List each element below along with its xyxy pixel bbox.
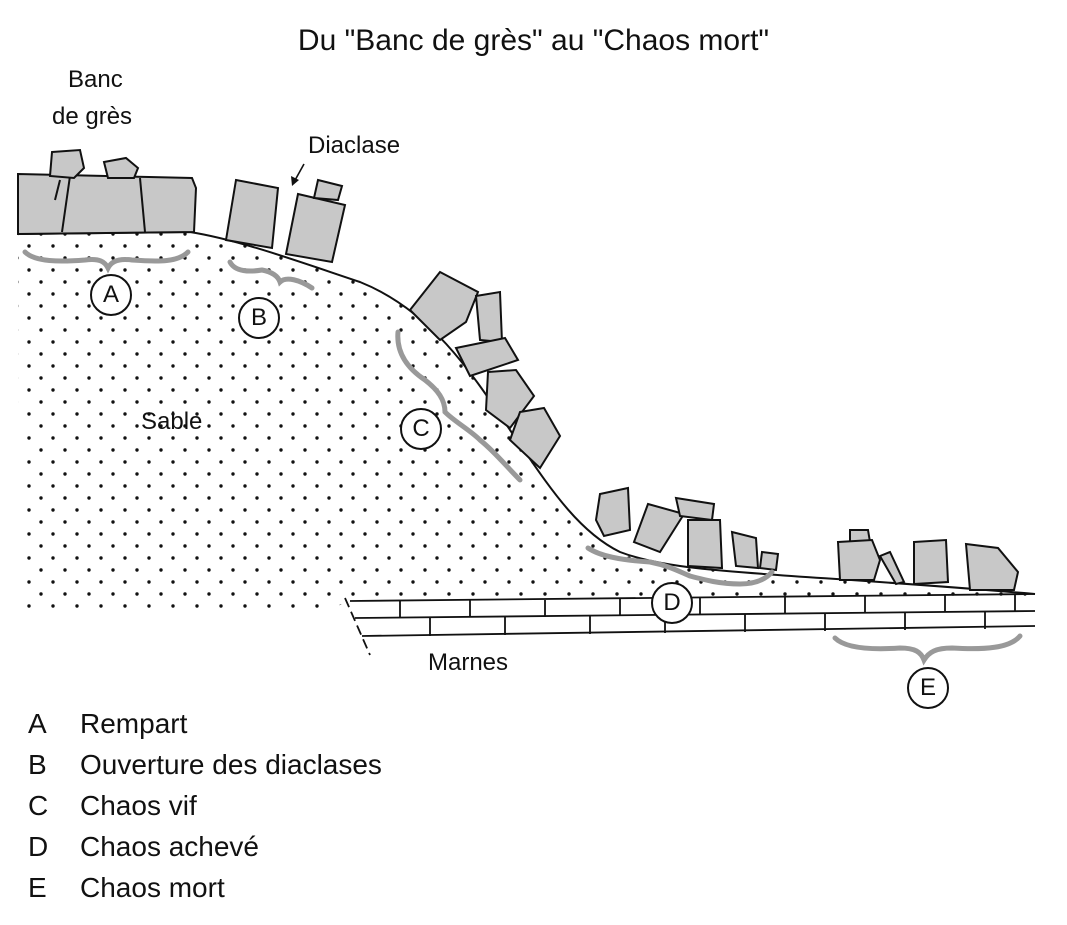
brace-e [832,633,1023,666]
label-banc: Banc [68,66,123,93]
diagram-title: Du "Banc de grès" au "Chaos mort" [297,24,770,57]
legend-text: Ouverture des diaclases [80,749,382,780]
chaos-acheve-blocks [594,486,780,572]
legend-text: Chaos achevé [80,831,260,862]
legend-letter: C [28,790,49,821]
brace-d [585,545,775,587]
marker-a: A [90,274,132,316]
diaclase-blocks [224,178,347,264]
legend-letter: B [28,749,47,780]
sandstone-bank [17,148,198,236]
label-diaclase: Diaclase [308,132,401,159]
marker-e: E [907,667,949,709]
chaos-mort-blocks [836,529,1020,591]
brace-b [227,259,315,291]
brace-c [395,329,523,483]
legend-text: Rempart [80,708,188,739]
marker-b: B [238,297,280,339]
chaos-vif-blocks [408,270,562,470]
zone-braces [22,249,1023,666]
label-sable: Sable [141,408,203,435]
legend-letter: A [28,708,47,739]
label-marnes: Marnes [428,649,509,676]
marker-c: C [400,408,442,450]
diaclase-arrow [291,163,305,186]
legend-letter: D [28,831,49,862]
brace-a [22,249,191,274]
legend-letter: E [28,872,47,903]
legend-text: Chaos mort [80,872,225,903]
legend-text: Chaos vif [80,790,197,821]
label-de-gres: de grès [52,103,133,130]
marker-d: D [651,582,693,624]
